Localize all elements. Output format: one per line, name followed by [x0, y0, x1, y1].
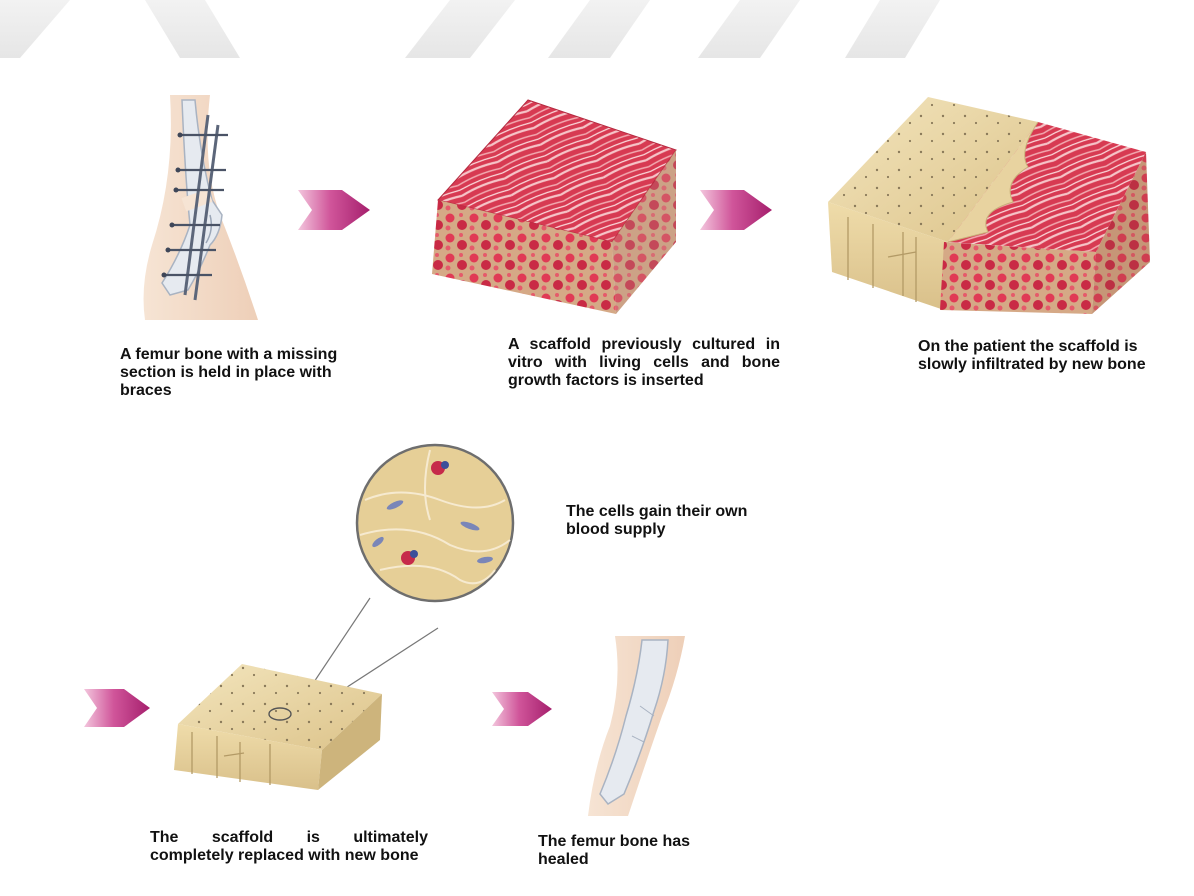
stripe: [0, 0, 70, 58]
header-stripes: [0, 0, 1194, 60]
caption-step-3: On the patient the scaffold is slowly in…: [918, 338, 1186, 374]
stripe: [548, 0, 650, 58]
arrow-right-icon: [492, 686, 554, 732]
arrow-right-icon: [84, 683, 152, 733]
stripe: [405, 0, 515, 58]
healed-femur: [580, 636, 690, 816]
stripe: [145, 0, 240, 58]
arrow-right-icon: [298, 182, 372, 238]
stripe: [845, 0, 940, 58]
caption-blood-supply: The cells gain their own blood supply: [566, 503, 756, 539]
stripe: [698, 0, 800, 58]
infiltrated-scaffold: [828, 92, 1158, 317]
arrow-right-icon: [700, 182, 774, 238]
femur-with-braces: [140, 95, 260, 320]
caption-step-1: A femur bone with a missing section is h…: [120, 346, 338, 400]
caption-step-2: A scaffold previously cultured in vitro …: [508, 336, 780, 390]
bone-block: [172, 662, 384, 792]
caption-step-4: The scaffold is ultimately completely re…: [150, 829, 428, 865]
scaffold-block: [420, 92, 678, 317]
caption-step-5: The femur bone has healed: [538, 833, 708, 869]
